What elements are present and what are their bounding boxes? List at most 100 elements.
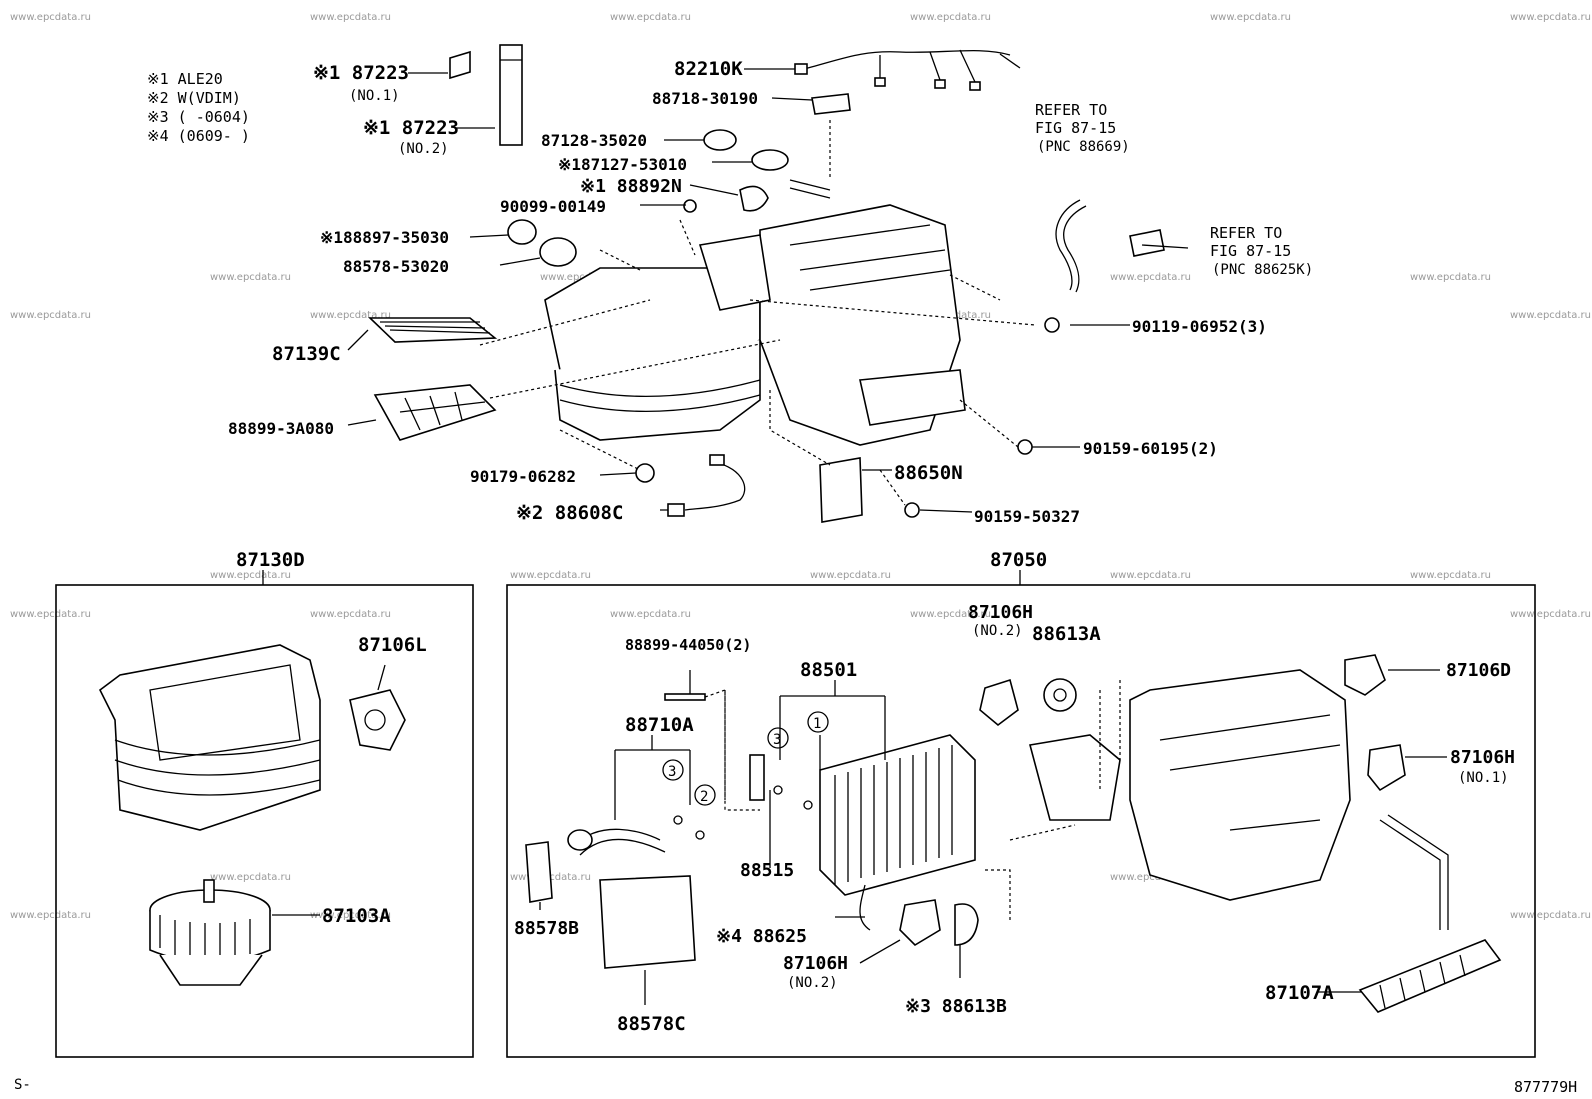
- watermark: www.epcdata.ru: [1510, 310, 1591, 321]
- watermark: www.epcdata.ru: [910, 609, 991, 620]
- label-88718-30190: 88718-30190: [652, 89, 758, 108]
- watermark: www.epcdata.ru: [510, 570, 591, 581]
- watermark: www.epcdata.ru: [210, 872, 291, 883]
- label-87106h-no2-bottom: 87106H: [783, 953, 848, 974]
- watermark: www.epcdata.ru: [210, 272, 291, 283]
- label-87128-35020: 87128-35020: [541, 131, 647, 150]
- label-90159-50327: 90159-50327: [974, 507, 1080, 526]
- part-87106l: [349, 689, 406, 751]
- label-88578c: 88578C: [617, 1013, 686, 1035]
- part-87223-no2: [499, 44, 523, 146]
- heater-assembly-87050: 87050 3 2 3 1: [506, 549, 1536, 1058]
- watermark: www.epcdata.ru: [1510, 910, 1591, 921]
- part-88613b: [954, 903, 979, 946]
- label-88578b: 88578B: [514, 918, 579, 939]
- watermark: www.epcdata.ru: [910, 12, 991, 23]
- box-87050: [506, 584, 1536, 1058]
- heater-case: [1129, 669, 1351, 901]
- part-87106h-no2-top: [979, 678, 1019, 727]
- part-87106h-no1: [1367, 744, 1406, 792]
- label-87106h-no2-top: 87106H: [968, 602, 1033, 623]
- part-88613a: [1043, 678, 1077, 712]
- watermark: www.epcdata.ru: [1110, 272, 1191, 283]
- label-88608c: ※2 88608C: [516, 502, 623, 524]
- part-88718-30190: [811, 93, 851, 115]
- label-88899-44050: 88899-44050(2): [625, 636, 751, 654]
- box-87130d: [55, 584, 474, 1058]
- watermark: www.epcdata.ru: [10, 12, 91, 23]
- watermark: www.epcdata.ru: [1210, 12, 1291, 23]
- watermark: www.epcdata.ru: [810, 570, 891, 581]
- label-87106h-no2-bottom-qualifier: (NO.2): [787, 975, 838, 991]
- part-88608c: [684, 461, 746, 511]
- circle-num-1: 1: [813, 716, 821, 732]
- label-90179-06282: 90179-06282: [470, 467, 576, 486]
- refer-to-1: REFER TO: [1035, 101, 1107, 119]
- watermark: www.epcdata.ru: [10, 310, 91, 321]
- part-87127-53010: [751, 149, 789, 171]
- part-87139c: [368, 317, 498, 343]
- label-87106h-no2-top-qualifier: (NO.2): [972, 623, 1023, 639]
- label-87139c: 87139C: [272, 343, 341, 365]
- hose-88669: [1055, 199, 1081, 291]
- part-90179-06282: [635, 463, 655, 483]
- watermark: www.epcdata.ru: [1410, 570, 1491, 581]
- label-87106h-no1-qualifier: (NO.1): [1458, 770, 1509, 786]
- part-90099-00149: [683, 199, 697, 213]
- watermark: www.epcdata.ru: [10, 910, 91, 921]
- part-90159-60195: [1017, 439, 1033, 455]
- label-87223-no1: ※1 87223: [313, 62, 409, 84]
- part-88899-3a080: [373, 384, 497, 441]
- label-88650n: 88650N: [894, 462, 963, 484]
- label-87050: 87050: [990, 549, 1047, 571]
- label-87106l: 87106L: [358, 634, 427, 656]
- watermark: www.epcdata.ru: [10, 609, 91, 620]
- blower-case: [98, 644, 321, 831]
- label-90159-60195: 90159-60195(2): [1083, 439, 1218, 458]
- part-88578b: [525, 841, 553, 903]
- note-1: ※1 ALE20: [147, 70, 223, 88]
- part-82210k: [799, 49, 1011, 71]
- label-88892n: ※1 88892N: [580, 176, 682, 197]
- top-assembly: [347, 44, 1189, 523]
- circle-num-3a: 3: [668, 764, 676, 780]
- illustration-number: 877779H: [1514, 1078, 1577, 1096]
- part-90119-06952: [1044, 317, 1060, 333]
- label-87223-no2-qualifier: (NO.2): [398, 141, 449, 157]
- part-87106d: [1344, 654, 1386, 696]
- label-90119-06952: 90119-06952(3): [1132, 317, 1267, 336]
- watermark: www.epcdata.ru: [610, 609, 691, 620]
- label-88897-35030: ※188897-35030: [320, 228, 449, 247]
- watermark: www.epcdata.ru: [310, 12, 391, 23]
- label-87127-53010: ※187127-53010: [558, 155, 687, 174]
- label-88899-3a080: 88899-3A080: [228, 419, 334, 438]
- part-90159-50327: [904, 502, 920, 518]
- label-88578-53020: 88578-53020: [343, 257, 449, 276]
- watermark: www.epcdata.ru: [210, 570, 291, 581]
- watermark: www.epcdata.ru: [310, 609, 391, 620]
- watermark: www.epcdata.ru: [310, 310, 391, 321]
- label-88625: ※4 88625: [716, 926, 807, 947]
- part-87223-no1: [449, 50, 471, 80]
- label-88613a: 88613A: [1032, 623, 1101, 645]
- blower-assembly-87130d: 87130D 87106L 87103A: [55, 549, 474, 1058]
- part-87128-35020: [703, 129, 737, 151]
- watermark: www.epcdata.ru: [1510, 12, 1591, 23]
- part-88578c: [599, 875, 696, 969]
- note-2: ※2 W(VDIM): [147, 89, 241, 107]
- label-87107a: 87107A: [1265, 982, 1334, 1004]
- bottom-right-callouts: 87106H (NO.2) 88613A 88899-44050(2) 8850…: [514, 602, 1515, 1035]
- circle-num-2: 2: [700, 789, 708, 805]
- blower-duct: [1029, 734, 1121, 821]
- part-88578-53020: [539, 237, 577, 267]
- watermark: www.epcdata.ru: [1110, 570, 1191, 581]
- label-88710a: 88710A: [625, 714, 694, 736]
- connector-88625k: [1129, 229, 1165, 257]
- part-88625: [859, 884, 871, 931]
- label-87103a: 87103A: [322, 905, 391, 927]
- refer-pnc-1: (PNC 88669): [1037, 139, 1130, 155]
- watermark: www.epcdata.ru: [310, 910, 391, 921]
- watermark: www.epcdata.ru: [1110, 872, 1191, 883]
- label-87106d: 87106D: [1446, 660, 1511, 681]
- part-87107a: [1358, 939, 1502, 1013]
